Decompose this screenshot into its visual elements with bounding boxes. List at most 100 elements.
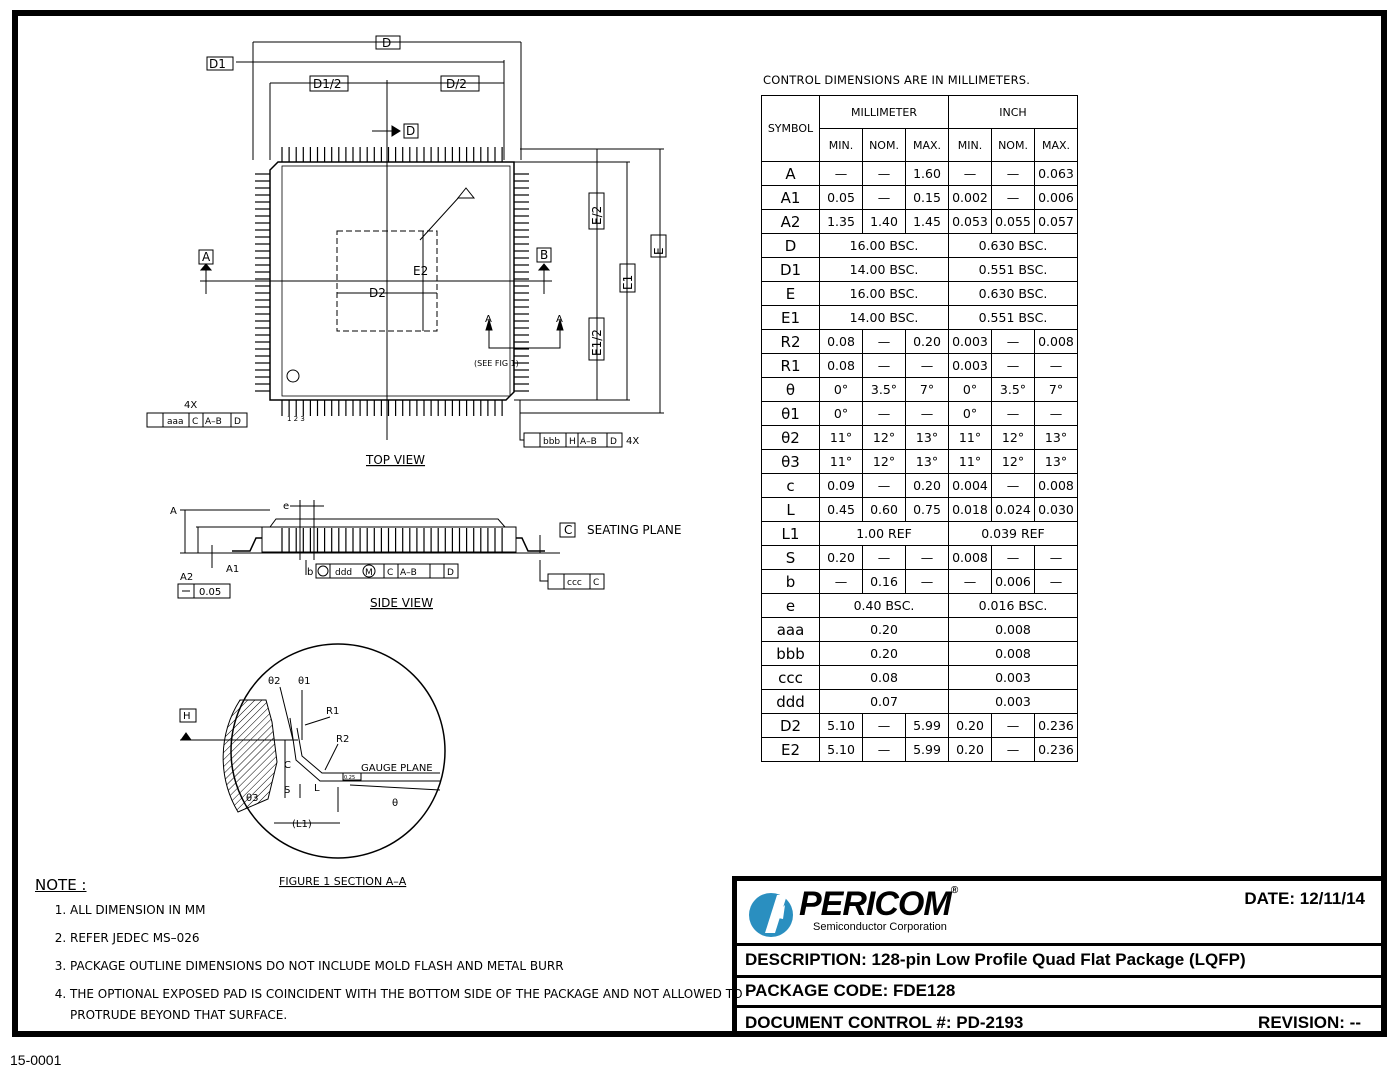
pericom-logo-icon <box>749 893 793 937</box>
sub-header: MIN. <box>948 128 992 162</box>
symbol-cell: θ <box>761 377 820 402</box>
value-cell: — <box>862 161 906 186</box>
value-cell: 0.07 <box>819 689 949 714</box>
description-text: DESCRIPTION: 128-pin Low Profile Quad Fl… <box>745 950 1246 969</box>
value-cell: 0.45 <box>819 497 863 522</box>
value-cell: 1.60 <box>905 161 949 186</box>
symbol-cell: aaa <box>761 617 820 642</box>
inch-header: INCH <box>948 95 1078 129</box>
value-cell: — <box>905 545 949 570</box>
value-cell: 0.16 <box>862 569 906 594</box>
value-cell: 0.008 <box>1034 329 1078 354</box>
fcf-ddd-2: M <box>365 568 373 578</box>
value-cell: 0.008 <box>948 641 1078 666</box>
gauge-value: 0.25 <box>344 775 355 781</box>
fcf-ccc-2: C <box>593 578 599 588</box>
company-name: PERICOM <box>799 885 952 923</box>
value-cell: — <box>1034 569 1078 594</box>
value-cell: 11° <box>819 425 863 450</box>
value-cell: — <box>862 473 906 498</box>
value-cell: 0° <box>948 377 992 402</box>
sub-header: MIN. <box>819 128 863 162</box>
fcf-flat-value: 0.05 <box>199 587 221 598</box>
fcf-ccc-1: ccc <box>567 578 582 588</box>
value-cell: — <box>991 401 1035 426</box>
value-cell: 14.00 BSC. <box>819 305 949 330</box>
s-label: S <box>284 785 290 796</box>
value-cell: — <box>991 545 1035 570</box>
value-cell: 0.030 <box>1034 497 1078 522</box>
symbol-cell: L1 <box>761 521 820 546</box>
value-cell: 1.40 <box>862 209 906 234</box>
pin1-marker <box>286 369 300 383</box>
r2-label: R2 <box>336 734 349 745</box>
value-cell: 0.003 <box>948 353 992 378</box>
value-cell: — <box>991 737 1035 762</box>
fcf-ddd-5: D <box>447 568 454 578</box>
value-cell: — <box>905 401 949 426</box>
value-cell: 13° <box>905 449 949 474</box>
value-cell: 0.05 <box>819 185 863 210</box>
value-cell: — <box>905 353 949 378</box>
value-cell: 11° <box>948 449 992 474</box>
sub-header: NOM. <box>862 128 906 162</box>
symbol-cell: A1 <box>761 185 820 210</box>
value-cell: 0.004 <box>948 473 992 498</box>
value-cell: 0.003 <box>948 689 1078 714</box>
value-cell: 0.003 <box>948 329 992 354</box>
value-cell: — <box>948 161 992 186</box>
l1-label: (L1) <box>292 819 312 830</box>
value-cell: 12° <box>862 449 906 474</box>
fcf-bbb-2: H <box>569 437 576 447</box>
four-x-right: 4X <box>626 436 639 447</box>
pin-numbers: 1 2 3 <box>287 415 305 423</box>
value-cell: — <box>1034 401 1078 426</box>
datum-h-label: H <box>183 711 191 722</box>
value-cell: 13° <box>905 425 949 450</box>
pins-top <box>281 147 503 162</box>
value-cell: — <box>862 737 906 762</box>
dim-d-half-label: D/2 <box>446 77 467 91</box>
value-cell: 14.00 BSC. <box>819 257 949 282</box>
value-cell: 0.008 <box>948 617 1078 642</box>
dim-d2-label: D2 <box>369 286 386 300</box>
symbol-cell: ddd <box>761 689 820 714</box>
value-cell: 0.053 <box>948 209 992 234</box>
value-cell: 0° <box>948 401 992 426</box>
dim-a1-label: A1 <box>226 564 239 575</box>
value-cell: 0.630 BSC. <box>948 281 1078 306</box>
c-label: C <box>284 760 291 771</box>
revision-text: REVISION: -- <box>1258 1013 1361 1032</box>
symbol-cell: R1 <box>761 353 820 378</box>
value-cell: 0.002 <box>948 185 992 210</box>
value-cell: 0.09 <box>819 473 863 498</box>
value-cell: — <box>862 401 906 426</box>
section-a-right: A <box>556 314 563 325</box>
value-cell: — <box>948 569 992 594</box>
side-view <box>177 500 605 599</box>
value-cell: 0.630 BSC. <box>948 233 1078 258</box>
fcf-aaa-4: D <box>234 417 241 427</box>
value-cell: 0.20 <box>948 713 992 738</box>
drawing-labels: D D1 D1/2 D/2 D E/2 E1 E E1/2 E2 D2 A B … <box>167 36 681 888</box>
symbol-cell: ccc <box>761 665 820 690</box>
company-logo: PERICOM® Semiconductor Corporation DATE:… <box>737 881 1387 943</box>
footer-code: 15-0001 <box>10 1052 62 1068</box>
value-cell: 0.20 <box>905 329 949 354</box>
value-cell: 0° <box>819 401 863 426</box>
symbol-cell: E2 <box>761 737 820 762</box>
value-cell: 0.006 <box>1034 185 1078 210</box>
figure-label: FIGURE 1 SECTION A–A <box>279 875 407 888</box>
symbol-cell: L <box>761 497 820 522</box>
